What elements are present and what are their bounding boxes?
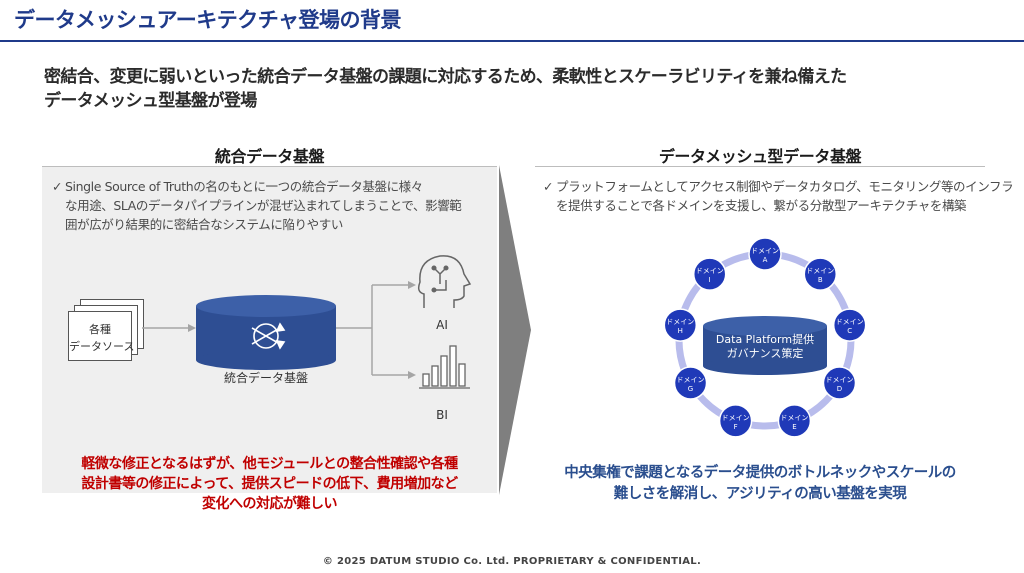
- domain-node-word: ドメイン: [780, 414, 808, 422]
- bi-bar-chart-icon: [419, 345, 470, 389]
- left-heading-rule: [42, 166, 497, 167]
- domain-node-letter: H: [678, 327, 683, 335]
- source-label-2: データソース: [69, 340, 135, 353]
- transition-chevron-arrow: [499, 165, 531, 495]
- domain-node-letter: F: [734, 423, 738, 431]
- right-note-line-2: 難しさを解消し、アジリティの高い基盤を実現: [613, 486, 907, 502]
- check-icon: ✓: [52, 179, 63, 194]
- left-bullet-line-2: な用途、SLAのデータパイプラインが混ぜ込まれてしまうことで、影響範: [65, 198, 462, 213]
- platform-db-cylinder: [703, 316, 827, 375]
- domain-node-word: ドメイン: [696, 267, 724, 275]
- domain-node-word: ドメイン: [751, 247, 779, 255]
- page-title: データメッシュアーキテクチャ登場の背景: [14, 8, 401, 32]
- right-benefit-note: 中央集権で課題となるデータ提供のボトルネックやスケールの 難しさを解消し、アジリ…: [535, 463, 985, 505]
- platform-label-line-2: ガバナンス策定: [726, 347, 804, 360]
- arrow-db-to-outputs: [336, 284, 408, 376]
- domain-node-word: ドメイン: [806, 267, 834, 275]
- subtitle-line-1: 密結合、変更に弱いといった統合データ基盤の課題に対応するため、柔軟性とスケーラビ…: [44, 67, 847, 87]
- domain-node-word: ドメイン: [825, 376, 853, 384]
- domain-node-word: ドメイン: [666, 318, 694, 326]
- integrated-db-cylinder: [196, 295, 336, 370]
- domain-node-letter: A: [763, 256, 768, 264]
- subtitle-line-2: データメッシュ型基盤が登場: [44, 91, 257, 111]
- domain-node-word: ドメイン: [836, 318, 864, 326]
- left-note-line-3: 変化への対応が難しい: [202, 496, 338, 512]
- ai-head-icon: [417, 255, 472, 308]
- domain-node-letter: E: [792, 423, 796, 431]
- db-label: 統合データ基盤: [223, 371, 308, 385]
- right-bullet-line-1: プラットフォームとしてアクセス制御やデータカタログ、モニタリング等のインフラ: [556, 179, 1014, 194]
- right-heading-rule: [535, 166, 985, 167]
- right-note-line-1: 中央集権で課題となるデータ提供のボトルネックやスケールの: [564, 465, 956, 481]
- platform-label-line-1: Data Platform提供: [715, 333, 815, 346]
- left-bullet-line-1: Single Source of Truthの名のもとに一つの統合データ基盤に様…: [65, 179, 423, 194]
- integrated-architecture-diagram: [142, 255, 472, 389]
- left-heading: 統合データ基盤: [214, 147, 325, 166]
- title-underline: [0, 40, 1024, 42]
- platform-label: Data Platform提供 ガバナンス策定: [703, 333, 827, 361]
- left-note-line-1: 軽微な修正となるはずが、他モジュールとの整合性確認や各種: [81, 456, 458, 472]
- arrow-source-to-db: [142, 324, 196, 332]
- domain-node-word: ドメイン: [722, 414, 750, 422]
- bi-label: BI: [436, 408, 448, 422]
- domain-node-word: ドメイン: [677, 376, 705, 384]
- domain-node-letter: I: [709, 276, 711, 284]
- data-mesh-diagram: ドメインAドメインBドメインCドメインDドメインEドメインFドメインGドメインH…: [663, 237, 867, 438]
- check-icon: ✓: [543, 179, 554, 194]
- right-bullet-line-2: を提供することで各ドメインを支援し、繋がる分散型アーキテクチャを構築: [556, 198, 967, 213]
- domain-node-letter: G: [688, 385, 693, 393]
- left-bullet-line-3: 囲が広がり結果的に密結合なシステムに陥りやすい: [65, 217, 343, 232]
- source-doc-front: 各種 データソース: [68, 311, 135, 361]
- right-heading: データメッシュ型データ基盤: [658, 147, 862, 166]
- source-label-1: 各種: [89, 323, 111, 336]
- domain-node-letter: B: [818, 276, 823, 284]
- footer-copyright: © 2025 DATUM STUDIO Co. Ltd. PROPRIETARY…: [322, 556, 702, 567]
- domain-node-letter: D: [837, 385, 842, 393]
- left-note-line-2: 設計書等の修正によって、提供スピードの低下、費用増加など: [81, 476, 458, 492]
- left-problem-note: 軽微な修正となるはずが、他モジュールとの整合性確認や各種 設計書等の修正によって…: [42, 454, 497, 514]
- ai-label: AI: [436, 318, 448, 332]
- db-shuffle-icon: [251, 322, 286, 350]
- domain-node-letter: C: [847, 327, 852, 335]
